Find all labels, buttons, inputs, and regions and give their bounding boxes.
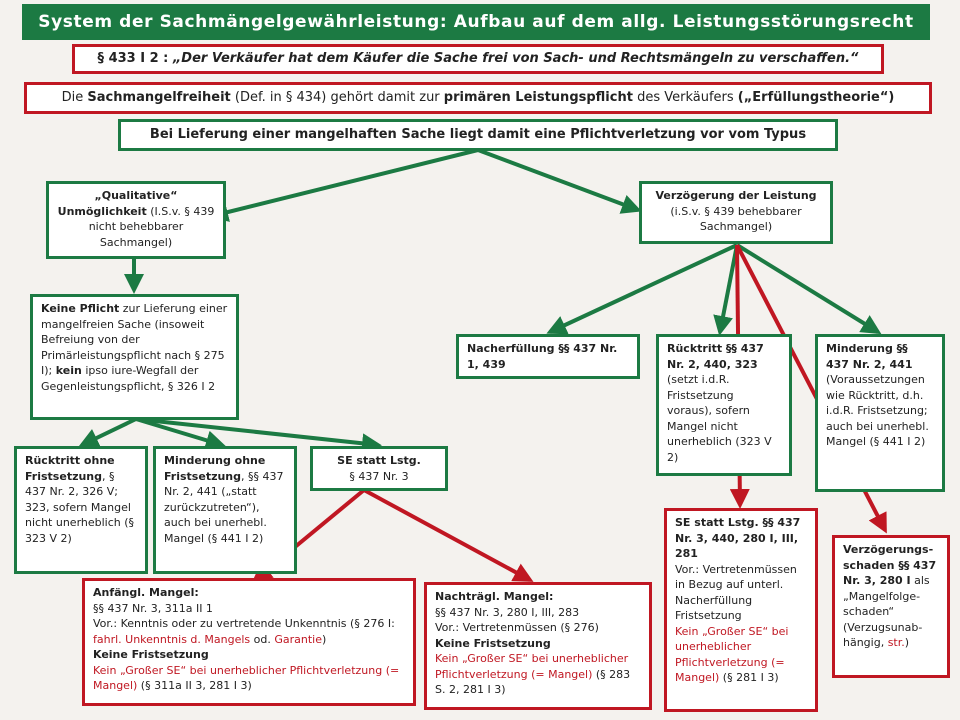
later-defect-no-deadline: Keine Fristsetzung (435, 636, 551, 650)
quote-text: „Der Verkäufer hat dem Käufer die Sache … (172, 51, 859, 66)
conclusion-text: Bei Lieferung einer mangelhaften Sache l… (149, 127, 807, 142)
no-duty-text-2: ipso iure-Wegfall der Gegenleistungspfli… (41, 364, 216, 393)
withdraw-no-deadline-box: Rücktritt ohne Fristsetzung, § 437 Nr. 2… (14, 446, 148, 574)
reduction-no-deadline-heading: Minderung ohne Fristsetzung (164, 454, 266, 483)
arrow-to-later-defect (363, 488, 534, 582)
initial-defect-req-guarantee: Garantie (274, 632, 322, 646)
later-defect-ref: §§ 437 Nr. 3, 280 I, III, 283 (435, 605, 580, 619)
arrow-to-reduction (735, 243, 882, 335)
premise-text-1: Die (61, 90, 88, 105)
arrow-to-damages-instead (135, 417, 382, 454)
later-defect-box: Nachträgl. Mangel: §§ 437 Nr. 3, 280 I, … (424, 582, 652, 710)
damages-delay-no-large-damages: Kein „Großer SE“ bei unerheblicher Pflic… (675, 624, 789, 685)
delay-damages-text: als „Mangelfolge-schaden“ (Verzugsunab-h… (843, 574, 930, 649)
delay-heading: Verzögerung der Leistung (655, 189, 817, 202)
arrow-to-supplementary (546, 243, 738, 335)
initial-defect-no-large-damages: Kein „Großer SE“ bei unerheblicher Pflic… (93, 663, 400, 693)
delay-damages-disputed: str. (887, 636, 905, 649)
withdraw-heading: Rücktritt §§ 437 Nr. 2, 440, 323 (667, 342, 764, 371)
initial-defect-req-or: od. (250, 632, 275, 646)
premise-term: Sachmangelfreiheit (87, 90, 231, 105)
quote-box: § 433 I 2 : „Der Verkäufer hat dem Käufe… (72, 44, 884, 74)
initial-defect-citation: (§ 311a II 3, 281 I 3) (137, 679, 252, 692)
premise-theory: („Erfüllungstheorie“) (737, 90, 895, 105)
later-defect-citation: (§ 283 S. 2, 281 I 3) (435, 667, 631, 697)
damages-instead-box: SE statt Lstg. § 437 Nr. 3 (310, 446, 448, 491)
arrow-to-reduction-no-deadline (135, 417, 226, 450)
arrow-to-impossibility (208, 148, 479, 222)
damages-instead-ref: § 437 Nr. 3 (349, 469, 409, 483)
damages-instead-heading: SE statt Lstg. (337, 454, 421, 467)
delay-damages-box: Verzögerungs-schaden §§ 437 Nr. 3, 280 I… (832, 535, 950, 678)
reduction-box: Minderung §§ 437 Nr. 2, 441 (Voraussetzu… (815, 334, 945, 492)
no-duty-term-2: kein (55, 364, 82, 377)
reduction-heading: Minderung §§ 437 Nr. 2, 441 (826, 342, 913, 371)
damages-delay-heading: SE statt Lstg. §§ 437 Nr. 3, 440, 280 I,… (675, 516, 801, 560)
later-defect-no-large-damages: Kein „Großer SE“ bei unerheblicher Pflic… (435, 652, 629, 681)
later-defect-req: Vor.: Vertretenmüssen (§ 276) (435, 621, 599, 634)
page-title: System der Sachmängelgewährleistung: Auf… (22, 4, 930, 40)
impossibility-note: (I.S.v. § 439 nicht behebbarer Sachmange… (88, 204, 215, 249)
initial-defect-req-negligence: fahrl. Unkenntnis d. Mangels (93, 632, 251, 646)
delay-damages-heading: Verzögerungs-schaden §§ 437 Nr. 3, 280 I (843, 543, 937, 587)
arrow-to-withdraw-no-deadline (78, 417, 137, 448)
supplementary-box: Nacherfüllung §§ 437 Nr. 1, 439 (456, 334, 640, 379)
delay-box: Verzögerung der Leistung (i.S.v. § 439 b… (639, 181, 833, 244)
initial-defect-no-deadline: Keine Fristsetzung (93, 648, 209, 661)
arrow-to-withdraw (713, 244, 739, 336)
initial-defect-heading: Anfängl. Mangel: (93, 586, 199, 599)
withdraw-no-deadline-heading: Rücktritt ohne Fristsetzung (25, 454, 115, 483)
damages-delay-citation: (§ 281 I 3) (719, 671, 779, 684)
reduction-no-deadline-box: Minderung ohne Fristsetzung, §§ 437 Nr. … (153, 446, 297, 574)
delay-damages-text-end: ) (904, 636, 910, 649)
premise-box: Die Sachmangelfreiheit (Def. in § 434) g… (24, 82, 932, 114)
supplementary-heading: Nacherfüllung §§ 437 Nr. 1, 439 (467, 342, 618, 371)
reduction-text: (Voraussetzungen wie Rücktritt, d.h. i.d… (826, 373, 929, 448)
impossibility-heading: „Qualitative“ Unmöglichkeit (57, 189, 178, 218)
quote-ref: § 433 I 2 : (97, 51, 169, 66)
initial-defect-req: Vor.: Kenntnis oder zu vertretende Unken… (93, 617, 395, 630)
initial-defect-req-end: ) (322, 632, 327, 646)
no-duty-box: Keine Pflicht zur Lieferung einer mangel… (30, 294, 239, 420)
reduction-no-deadline-text: , §§ 437 Nr. 2, 441 („statt zurückzutret… (164, 469, 284, 545)
withdraw-no-deadline-text: , § 437 Nr. 2, 326 V; 323, sofern Mangel… (25, 469, 135, 545)
withdraw-text: (setzt i.d.R. Fristsetzung voraus), sofe… (667, 373, 772, 464)
withdraw-box: Rücktritt §§ 437 Nr. 2, 440, 323 (setzt … (656, 334, 792, 476)
premise-primary-duty: primären Leistungspflicht (443, 90, 633, 105)
conclusion-box: Bei Lieferung einer mangelhaften Sache l… (118, 119, 838, 151)
no-duty-term-1: Keine Pflicht (41, 302, 120, 315)
impossibility-box: „Qualitative“ Unmöglichkeit (I.S.v. § 43… (46, 181, 226, 259)
damages-delay-text: Vor.: Vertretenmüssen in Bezug auf unter… (675, 562, 797, 623)
no-duty-text-1: zur Lieferung einer mangelfreien Sache (… (41, 302, 228, 377)
arrow-to-delay (477, 148, 642, 214)
initial-defect-box: Anfängl. Mangel: §§ 437 Nr. 3, 311a II 1… (82, 578, 416, 706)
premise-text-3: des Verkäufers (632, 90, 738, 105)
damages-delay-box: SE statt Lstg. §§ 437 Nr. 3, 440, 280 I,… (664, 508, 818, 712)
later-defect-heading: Nachträgl. Mangel: (435, 590, 554, 603)
delay-note: (i.S.v. § 439 behebbarer Sachmangel) (670, 204, 802, 234)
premise-text-2: (Def. in § 434) gehört damit zur (230, 90, 444, 105)
initial-defect-ref: §§ 437 Nr. 3, 311a II 1 (93, 601, 213, 615)
